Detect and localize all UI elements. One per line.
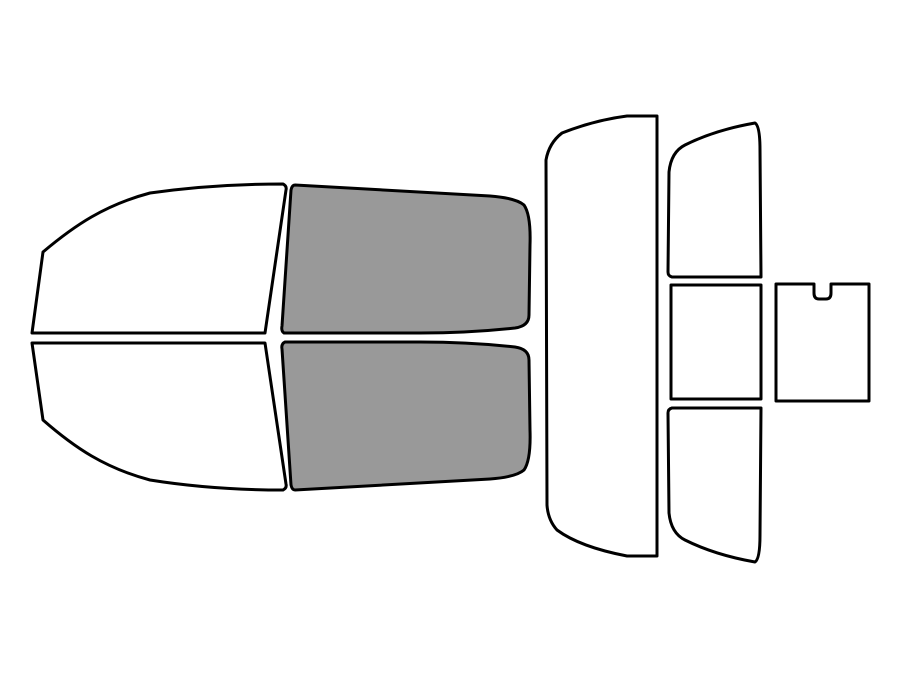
windshield	[544, 114, 659, 558]
back-window-middle	[669, 283, 763, 401]
front-left-window	[30, 182, 288, 335]
back-window-lower	[666, 406, 763, 564]
front-right-window	[30, 341, 288, 492]
rear-right-window	[280, 340, 532, 492]
back-window-upper	[666, 121, 763, 279]
sunroof	[774, 282, 871, 403]
rear-left-window	[280, 183, 532, 335]
